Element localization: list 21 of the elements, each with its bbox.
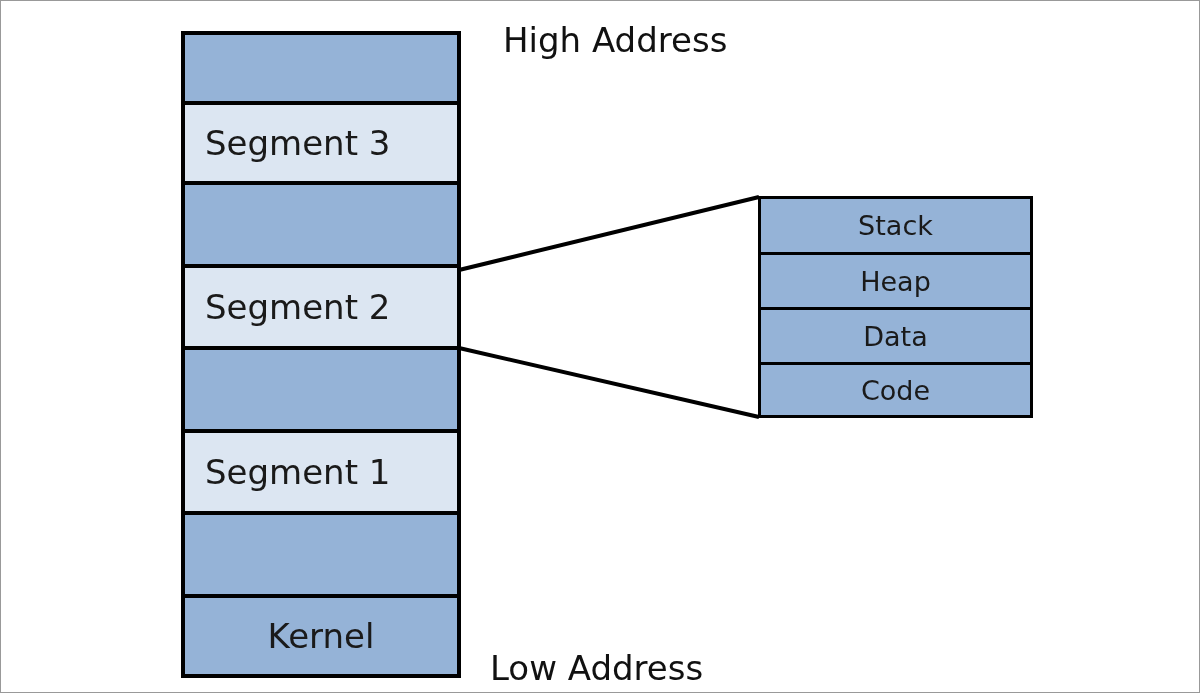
zoom-line [458,195,760,272]
segment-label: Segment 2 [205,287,391,327]
memory-segment [181,433,461,515]
memory-segment [181,268,461,350]
segment-label: Stack [858,210,933,241]
segment-label: Segment 1 [205,452,391,492]
memory-block [181,31,461,105]
segment-label: Code [860,374,931,406]
memory-block [181,350,461,433]
segment-label: Kernel [267,616,375,656]
address-label: High Address [503,20,728,60]
segment-label: Segment 3 [205,123,391,163]
address-label: Low Address [490,648,704,688]
memory-segment [181,105,461,185]
segment-label: Data [863,320,928,352]
memory-block [181,515,461,598]
expanded-segment-panel [758,196,1033,418]
segment-label: Heap [860,265,931,297]
memory-block [181,185,461,268]
zoom-line [458,346,760,419]
memory-segment [181,598,461,678]
